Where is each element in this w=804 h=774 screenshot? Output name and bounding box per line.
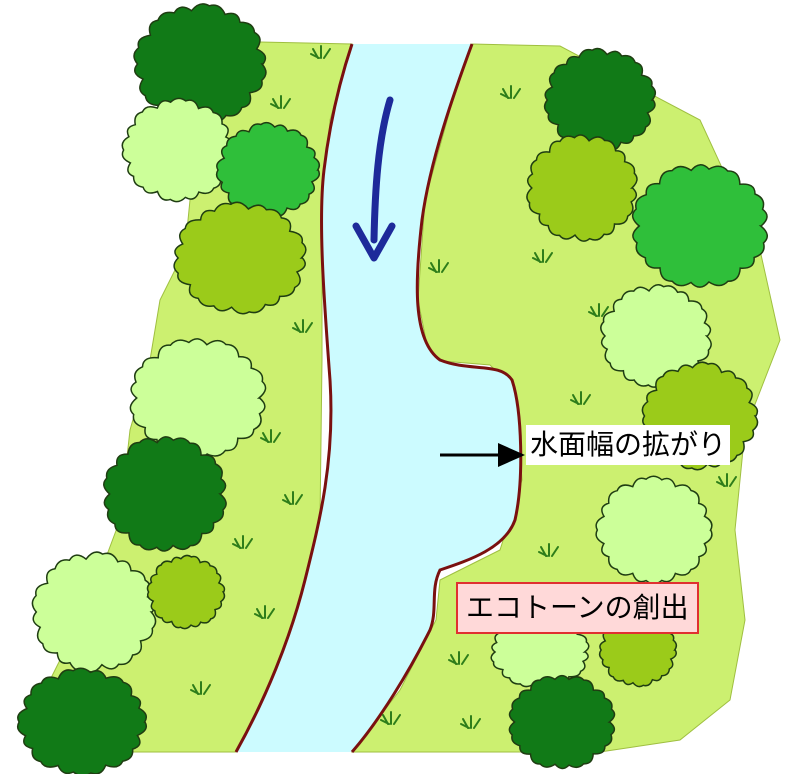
left-river-edge [234, 43, 354, 753]
tree-icon [526, 134, 638, 242]
grass-tuft-icon [716, 473, 737, 487]
tree-icon [31, 551, 157, 673]
tree-icon [215, 121, 321, 219]
grass-tuft-icon [190, 681, 211, 695]
grass-tuft-icon [570, 391, 591, 405]
tree-icon [173, 201, 307, 315]
grass-tuft-icon [538, 543, 559, 557]
trees [16, 3, 768, 774]
grass-tuft-icon [532, 249, 553, 263]
grass-tuft-icon [588, 303, 609, 317]
tree-icon [595, 475, 713, 585]
tree-icon [121, 97, 235, 203]
grass-tuft-icon [232, 535, 253, 549]
grass-tuft-icon [380, 711, 401, 725]
tree-icon [508, 674, 616, 770]
tree-icon [631, 164, 768, 288]
right-river-edge [350, 43, 523, 753]
grass-tuft-icon [310, 45, 331, 59]
ecotone-label: エコトーンの創出 [456, 582, 699, 634]
tree-icon [103, 436, 227, 552]
flow-direction-arrow [352, 96, 396, 262]
water-width-label: 水面幅の拡がり [526, 425, 731, 465]
grass-tuft-icon [428, 259, 449, 273]
grass-tuft-icon [282, 491, 303, 505]
grass-tufts [190, 45, 737, 729]
tree-icon [543, 47, 657, 153]
tree-icon [133, 3, 267, 125]
grass-tuft-icon [460, 715, 481, 729]
tree-icon [146, 554, 226, 630]
grass-tuft-icon [270, 95, 291, 109]
grass-tuft-icon [500, 85, 521, 99]
grass-tuft-icon [254, 605, 275, 619]
grass-tuft-icon [292, 319, 313, 333]
tree-icon [129, 338, 267, 458]
grass-tuft-icon [448, 651, 469, 665]
tree-icon [16, 667, 148, 774]
grass-tuft-icon [260, 429, 281, 443]
